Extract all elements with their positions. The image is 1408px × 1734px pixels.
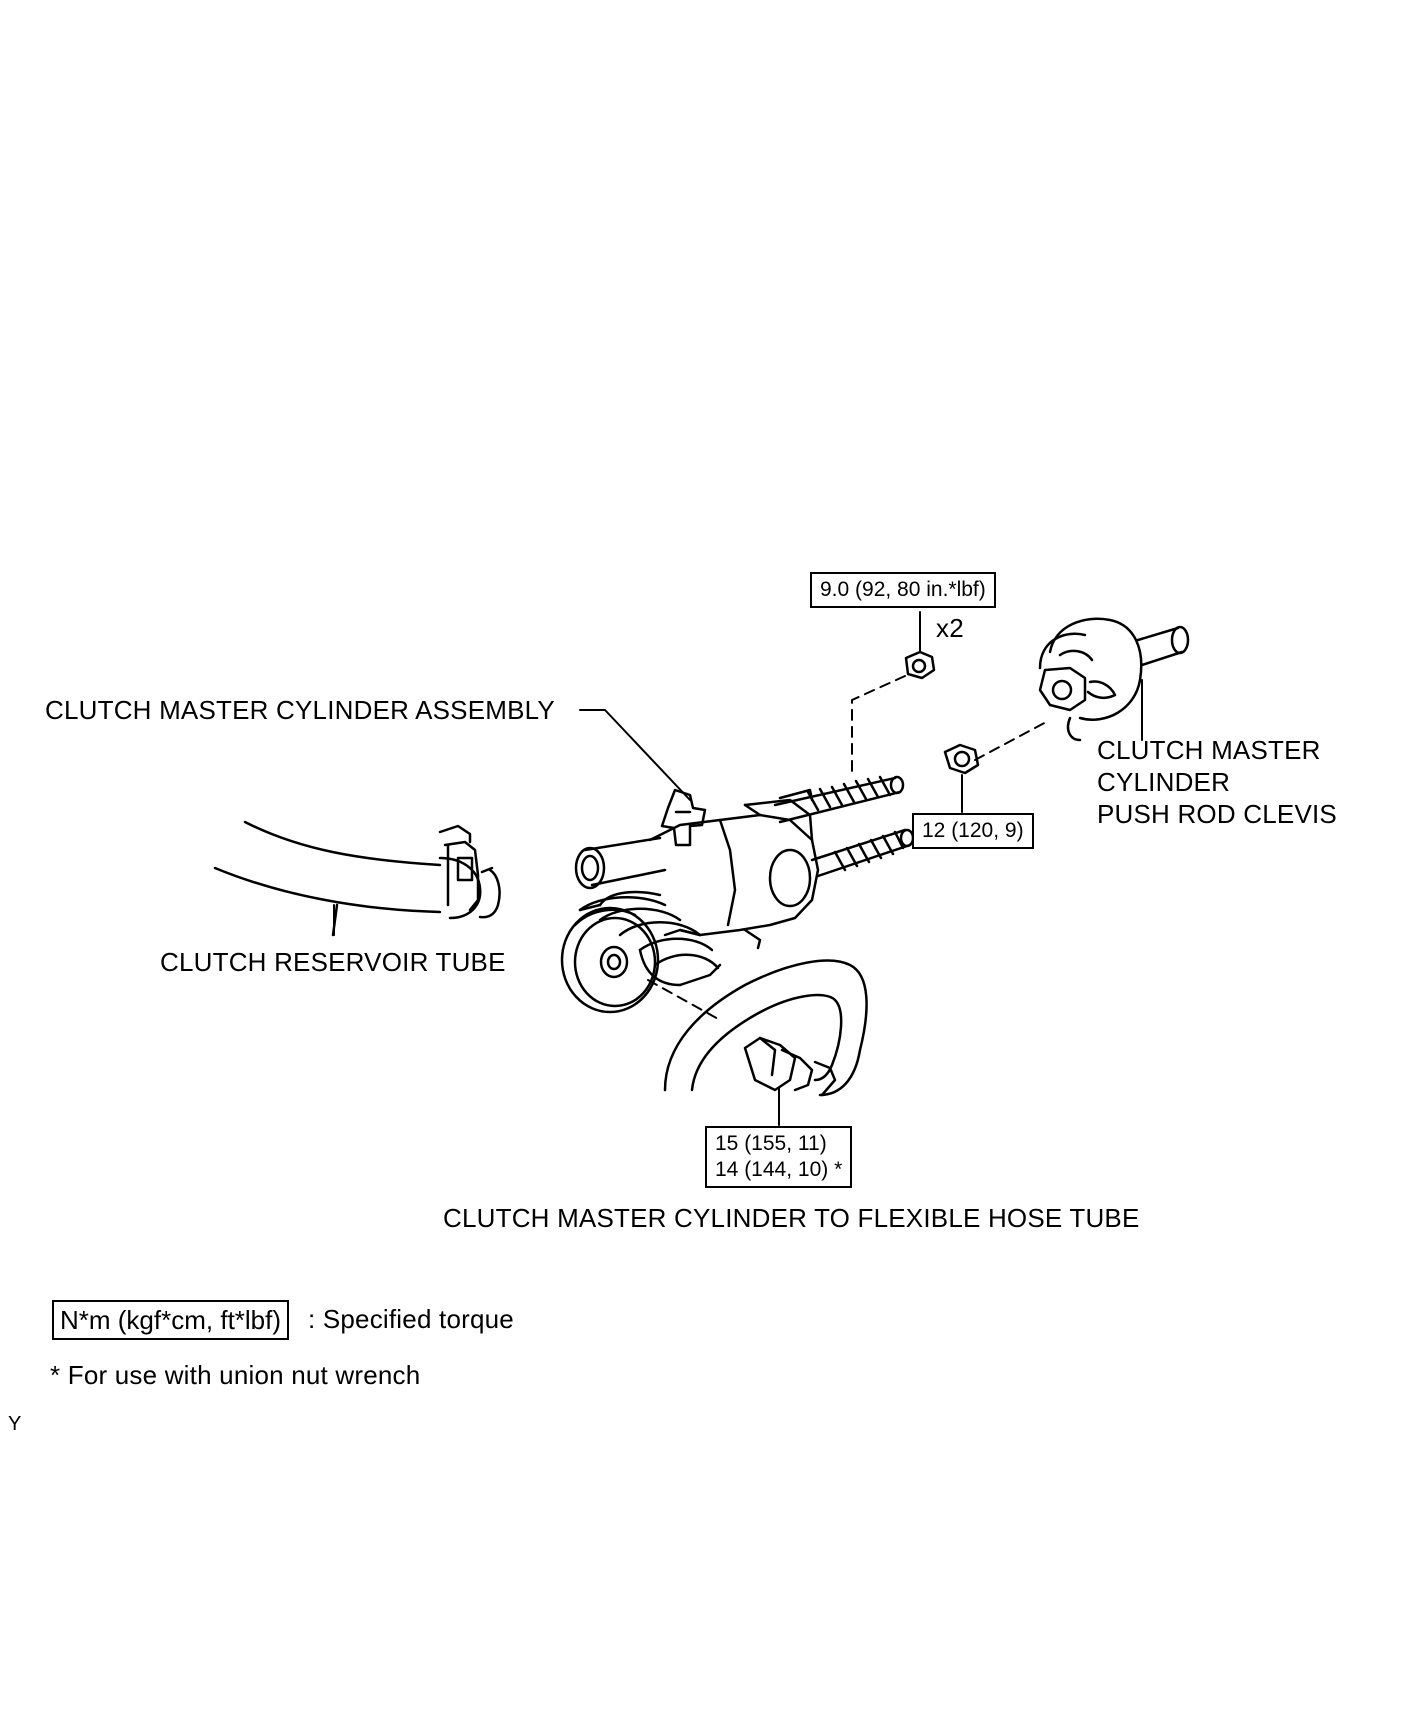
legend-unit-box: N*m (kgf*cm, ft*lbf) [52, 1300, 290, 1340]
flexible-hose-tube-drawing [663, 959, 868, 1097]
legend-unit-description: : Specified torque [308, 1304, 514, 1334]
torque-box-nuts: 9.0 (92, 80 in.*lbf) [810, 572, 996, 608]
label-flexible-hose-tube: CLUTCH MASTER CYLINDER TO FLEXIBLE HOSE … [443, 1203, 1140, 1233]
label-quantity: x2 [936, 613, 964, 643]
alignment-lines [647, 675, 1051, 1021]
label-push-rod-clevis-line3: PUSH ROD CLEVIS [1097, 799, 1337, 829]
leader-lines [333, 611, 1143, 1126]
figure-code: Y [8, 1413, 22, 1435]
nut-drawings [904, 650, 980, 775]
reservoir-tube-drawing [213, 820, 501, 937]
torque-box-clevis-nut: 12 (120, 9) [912, 813, 1034, 849]
label-master-cylinder-assembly: CLUTCH MASTER CYLINDER ASSEMBLY [45, 695, 555, 725]
torque-box-tube: 15 (155, 11) 14 (144, 10) * [705, 1126, 853, 1188]
label-push-rod-clevis-line2: CYLINDER [1097, 767, 1231, 797]
label-push-rod-clevis-line1: CLUTCH MASTER [1097, 735, 1321, 765]
push-rod-clevis-drawing [1038, 617, 1190, 742]
torque-tube-line1: 15 (155, 11) [715, 1132, 827, 1155]
label-reservoir-tube: CLUTCH RESERVOIR TUBE [160, 947, 506, 977]
torque-tube-line2: 14 (144, 10) * [715, 1158, 843, 1181]
legend-footnote: * For use with union nut wrench [50, 1360, 421, 1390]
master-cylinder-drawing [560, 775, 915, 1014]
